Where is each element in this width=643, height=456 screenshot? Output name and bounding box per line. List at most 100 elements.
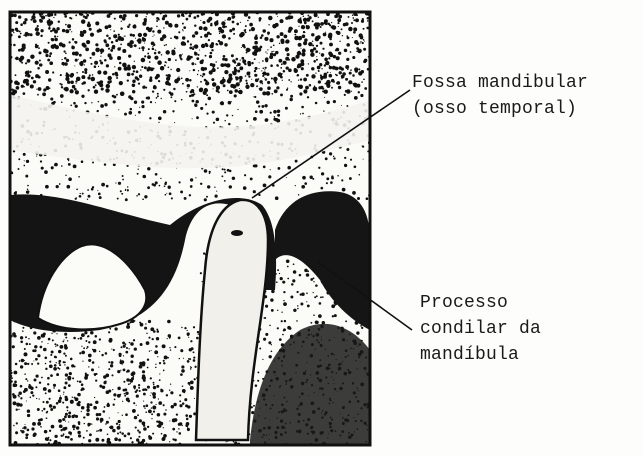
stipple-dot <box>40 160 42 162</box>
stipple-dot <box>47 343 48 344</box>
stipple-dot <box>49 364 53 368</box>
stipple-dot <box>63 352 65 354</box>
stipple-dot <box>51 38 54 41</box>
stipple-dot <box>22 330 24 332</box>
stipple-dot <box>293 270 297 274</box>
stipple-dot <box>311 33 314 36</box>
stipple-dot <box>303 48 305 50</box>
stipple-dot <box>263 184 267 188</box>
stipple-dot <box>169 390 170 391</box>
stipple-dot <box>127 400 130 403</box>
stipple-dot <box>51 44 56 49</box>
stipple-dot <box>137 38 142 43</box>
stipple-dot <box>33 360 34 361</box>
stipple-dot <box>191 347 194 350</box>
stipple-dot <box>119 361 122 364</box>
stipple-dot <box>145 323 146 324</box>
stipple-dot <box>59 368 61 370</box>
stipple-dot <box>187 334 189 336</box>
stipple-dot <box>88 366 89 367</box>
stipple-dot <box>179 422 182 425</box>
stipple-dot <box>290 81 291 82</box>
stipple-dot <box>43 51 44 52</box>
stipple-dot <box>315 72 316 73</box>
stipple-dot <box>213 88 214 89</box>
stipple-dot <box>101 62 103 64</box>
stipple-dot <box>241 47 242 48</box>
stipple-dot <box>363 39 365 41</box>
stipple-dot <box>122 175 124 177</box>
stipple-dot <box>305 32 306 33</box>
stipple-dot <box>142 388 145 391</box>
stipple-dot <box>144 327 147 330</box>
stipple-dot <box>348 80 352 84</box>
stipple-dot <box>263 72 267 76</box>
stipple-dot <box>259 348 261 350</box>
stipple-dot <box>187 330 188 331</box>
stipple-dot <box>94 61 98 65</box>
stipple-dot <box>83 59 86 62</box>
stipple-dot <box>359 33 363 37</box>
stipple-dot <box>306 273 310 277</box>
stipple-dot <box>337 22 339 24</box>
stipple-dot <box>27 409 30 412</box>
stipple-dot <box>194 52 196 54</box>
stipple-dot <box>66 366 69 369</box>
stipple-dot <box>65 337 67 339</box>
stipple-dot <box>143 393 146 396</box>
stipple-dot <box>65 382 68 385</box>
stipple-dot <box>267 53 268 54</box>
stipple-dot <box>226 63 230 67</box>
stipple-dot <box>156 97 158 99</box>
stipple-dot <box>265 51 266 52</box>
stipple-dot <box>339 71 342 74</box>
stipple-dot <box>13 401 17 405</box>
stipple-dot <box>37 362 39 364</box>
stipple-dot <box>203 91 207 95</box>
stipple-dot <box>322 296 324 298</box>
stipple-dot <box>82 14 84 16</box>
stipple-dot <box>329 53 333 57</box>
stipple-dot <box>48 338 51 341</box>
stipple-dot <box>333 81 335 83</box>
stipple-dot <box>117 426 121 430</box>
stipple-dot <box>99 429 102 432</box>
stipple-dot <box>95 21 99 25</box>
stipple-dot <box>346 105 348 107</box>
stipple-dot <box>110 49 113 52</box>
stipple-dot <box>180 190 183 193</box>
stipple-dot <box>228 37 231 40</box>
stipple-dot <box>180 58 182 60</box>
stipple-dot <box>56 362 57 363</box>
stipple-dot <box>264 69 265 70</box>
stipple-dot <box>296 320 298 322</box>
stipple-dot <box>283 328 286 331</box>
stipple-dot <box>218 40 220 42</box>
stipple-dot <box>92 349 93 350</box>
stipple-dot <box>104 163 106 165</box>
stipple-dot <box>259 17 262 20</box>
stipple-dot <box>156 17 159 20</box>
stipple-dot <box>233 33 235 35</box>
stipple-dot <box>157 330 160 333</box>
stipple-dot <box>49 404 51 406</box>
stipple-dot <box>53 367 57 371</box>
stipple-dot <box>311 67 314 70</box>
stipple-dot <box>156 26 158 28</box>
stipple-dot <box>152 338 154 340</box>
stipple-dot <box>23 86 24 87</box>
stipple-dot <box>88 341 90 343</box>
stipple-dot <box>221 101 223 103</box>
condyle-mark <box>231 230 243 236</box>
stipple-dot <box>139 75 142 78</box>
stipple-dot <box>112 73 115 76</box>
stipple-dot <box>319 53 320 54</box>
stipple-dot <box>113 95 116 98</box>
stipple-dot <box>164 45 166 47</box>
stipple-dot <box>33 378 36 381</box>
stipple-dot <box>298 86 300 88</box>
stipple-dot <box>154 52 157 55</box>
stipple-dot <box>80 33 84 37</box>
stipple-dot <box>292 279 295 282</box>
stipple-dot <box>135 392 136 393</box>
